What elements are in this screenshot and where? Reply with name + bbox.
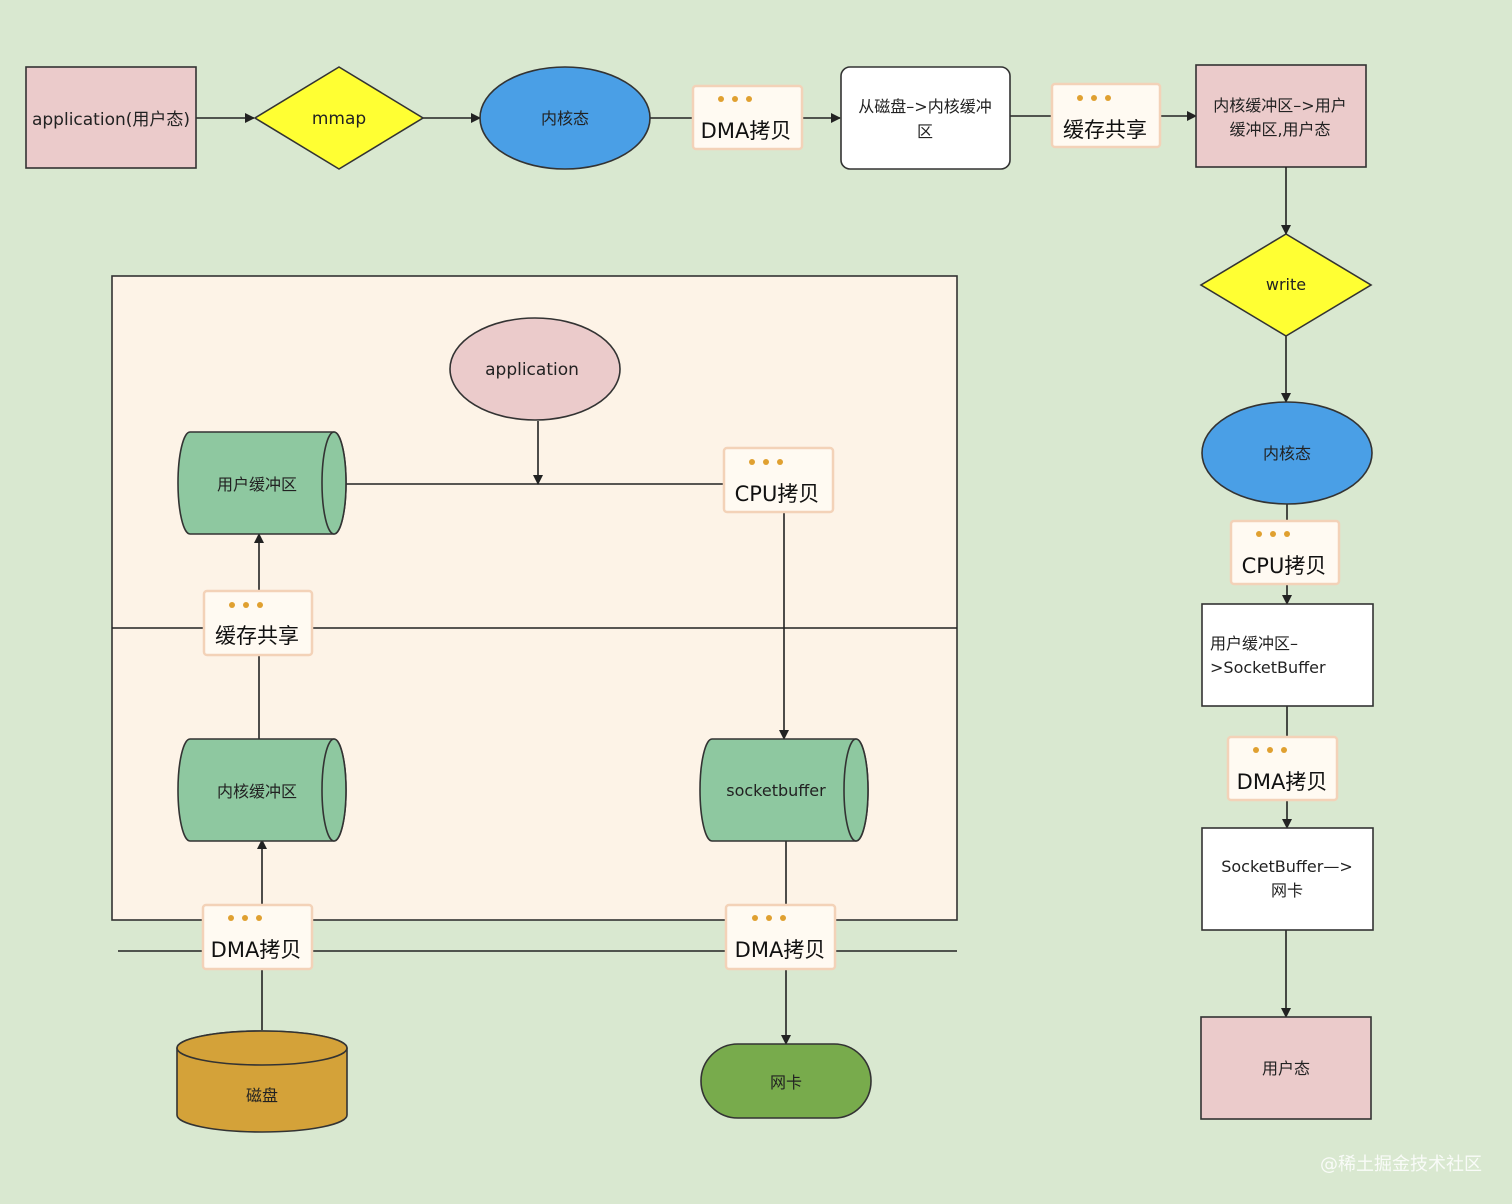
disk-to-kernel-buffer-node: 从磁盘–>内核缓冲 区 xyxy=(840,66,1011,170)
application-label: application xyxy=(485,360,579,380)
write-label: write xyxy=(1266,275,1306,294)
cpu-copy-label-right: CPU拷贝 xyxy=(1242,554,1327,578)
user-state-label: 用户态 xyxy=(1262,1059,1310,1078)
cache-share-label-top: 缓存共享 xyxy=(1063,118,1147,142)
user-to-socket-label-line2: >SocketBuffer xyxy=(1210,658,1326,677)
user-to-socket-label-line1: 用户缓冲区– xyxy=(1210,634,1298,653)
cache-share-note-top: 缓存共享 xyxy=(1050,82,1162,149)
mmap-label: mmap xyxy=(312,109,366,129)
disk-to-kernel-label-line2: 区 xyxy=(917,122,933,141)
kernel-to-user-buffer-node: 内核缓冲区–>用户 缓冲区,用户态 xyxy=(1195,64,1367,168)
kernel-to-user-label-line2: 缓冲区,用户态 xyxy=(1229,120,1330,139)
dma-copy-note-right: DMA拷贝 xyxy=(1226,735,1339,802)
watermark-text: @稀土掘金技术社区 xyxy=(1320,1154,1482,1175)
ellipsis-icon xyxy=(749,459,783,465)
ellipsis-icon xyxy=(718,96,752,102)
dma-copy-label-bottom-left: DMA拷贝 xyxy=(211,938,302,962)
kernel-to-user-label-line1: 内核缓冲区–>用户 xyxy=(1213,96,1346,115)
user-buffer-cylinder: 用户缓冲区 xyxy=(177,431,347,535)
dma-copy-label-right: DMA拷贝 xyxy=(1237,770,1328,794)
cache-share-label-panel: 缓存共享 xyxy=(215,624,299,648)
dma-copy-label-bottom-right: DMA拷贝 xyxy=(735,938,826,962)
kernel-state-node-top: 内核态 xyxy=(479,66,651,170)
ellipsis-icon xyxy=(752,915,786,921)
kernel-buffer-label: 内核缓冲区 xyxy=(217,782,297,801)
user-buffer-label: 用户缓冲区 xyxy=(217,475,297,494)
write-node: write xyxy=(1199,233,1373,337)
kernel-state-node-right: 内核态 xyxy=(1201,401,1373,505)
cpu-copy-note-panel: CPU拷贝 xyxy=(722,446,835,514)
socketbuffer-label: socketbuffer xyxy=(726,781,826,800)
nic-label: 网卡 xyxy=(770,1073,802,1092)
nic-node: 网卡 xyxy=(700,1043,872,1119)
application-node: application xyxy=(449,317,621,421)
dma-copy-note-bottom-right: DMA拷贝 xyxy=(724,903,837,971)
socket-to-nic-label-line1: SocketBuffer—> xyxy=(1221,857,1353,876)
ellipsis-icon xyxy=(1256,531,1290,537)
cpu-copy-note-right: CPU拷贝 xyxy=(1229,519,1341,586)
application-user-state-node: application(用户态) xyxy=(25,66,197,169)
ellipsis-icon xyxy=(1253,747,1287,753)
cpu-copy-label-panel: CPU拷贝 xyxy=(735,482,820,506)
dma-copy-note-top: DMA拷贝 xyxy=(691,84,804,151)
kernel-state-label-top: 内核态 xyxy=(541,109,589,128)
kernel-state-label-right: 内核态 xyxy=(1263,444,1311,463)
disk-to-kernel-label-line1: 从磁盘–>内核缓冲 xyxy=(858,97,991,116)
user-state-node: 用户态 xyxy=(1200,1016,1372,1120)
user-to-socket-buffer-node: 用户缓冲区– >SocketBuffer xyxy=(1201,603,1374,707)
kernel-buffer-cylinder: 内核缓冲区 xyxy=(177,738,347,842)
mmap-node: mmap xyxy=(253,66,425,170)
ellipsis-icon xyxy=(228,915,262,921)
ellipsis-icon xyxy=(229,602,263,608)
cache-share-note-panel: 缓存共享 xyxy=(202,589,314,657)
socket-to-nic-label-line2: 网卡 xyxy=(1271,881,1303,900)
socketbuffer-cylinder: socketbuffer xyxy=(699,738,869,842)
disk-label: 磁盘 xyxy=(246,1086,278,1105)
disk-node: 磁盘 xyxy=(176,1030,348,1133)
ellipsis-icon xyxy=(1077,95,1111,101)
dma-copy-note-bottom-left: DMA拷贝 xyxy=(201,903,314,971)
application-user-state-label: application(用户态) xyxy=(32,110,190,130)
socket-buffer-to-nic-node: SocketBuffer—> 网卡 xyxy=(1201,827,1374,931)
dma-copy-label-top: DMA拷贝 xyxy=(701,119,792,143)
